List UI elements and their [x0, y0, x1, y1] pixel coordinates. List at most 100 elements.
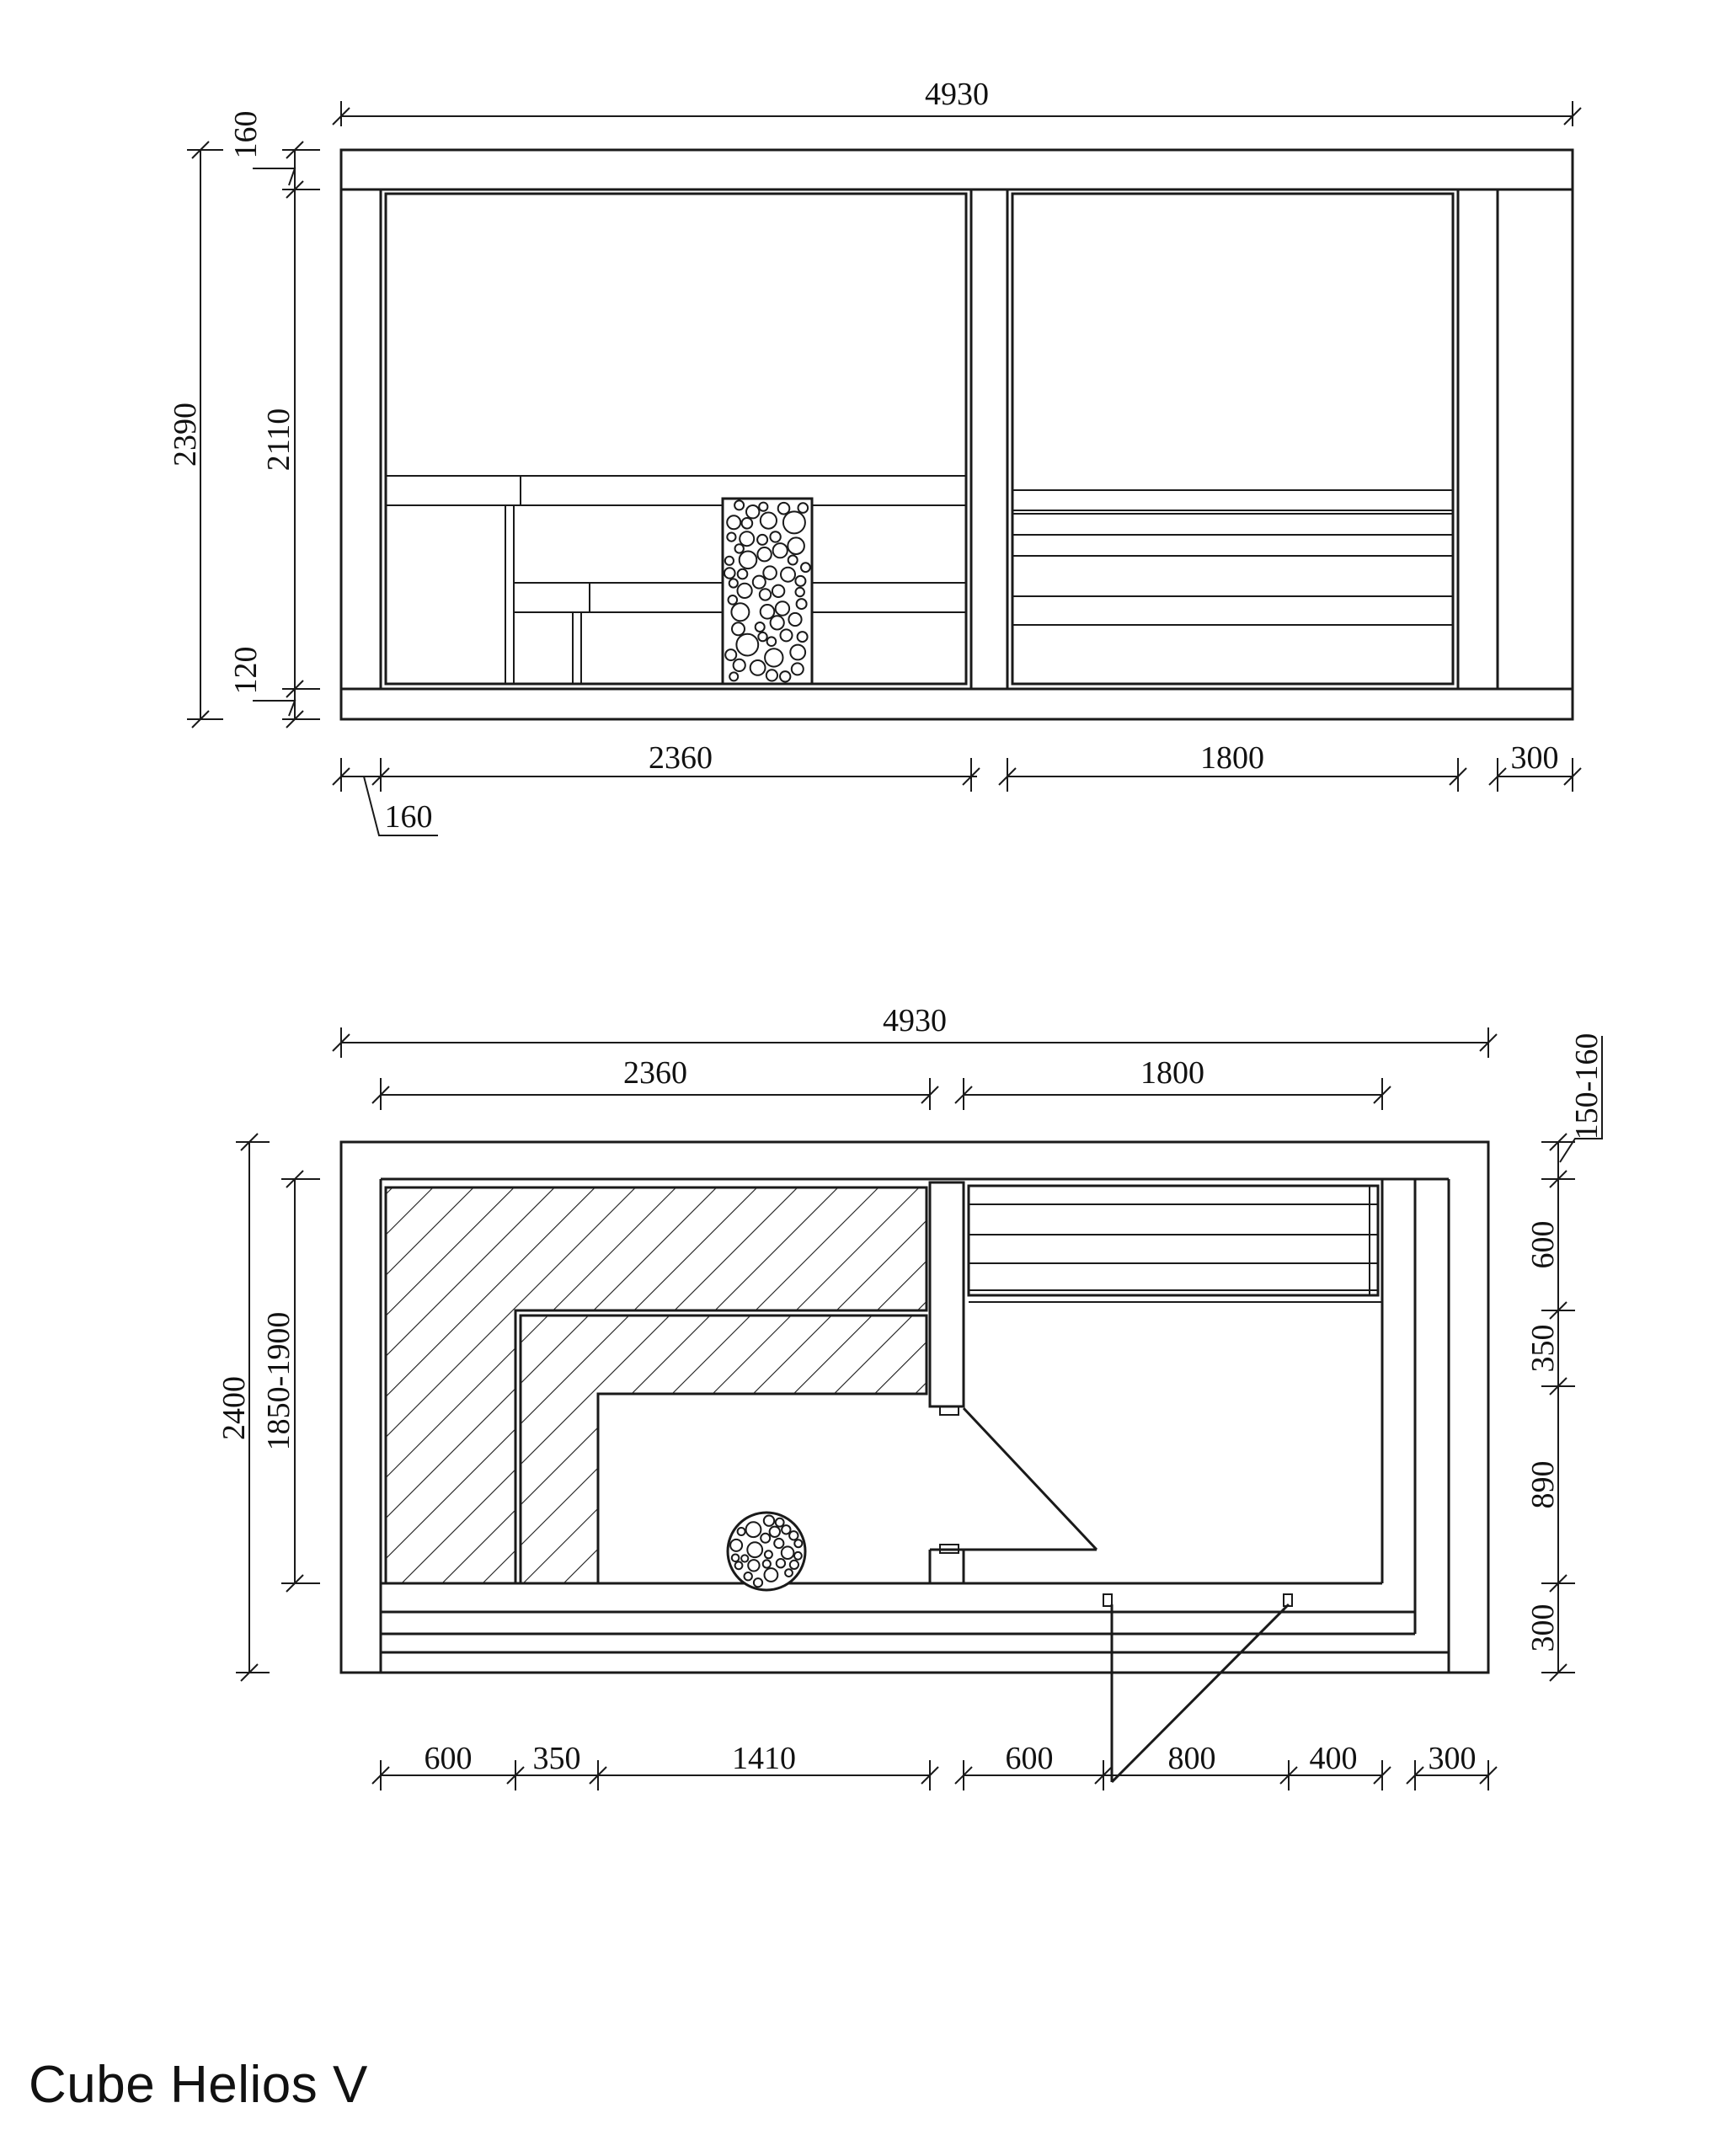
- plan-view: 4930 2360 1800 2400 1850-1900: [216, 1003, 1605, 1790]
- stone-circle: [787, 554, 798, 566]
- stone-circle: [766, 636, 777, 648]
- stone-circle: [758, 501, 769, 512]
- plan-bottom-300-label: 300: [1429, 1741, 1477, 1776]
- elevation-view: 4930 2390 2110 160 120: [168, 77, 1582, 836]
- product-title: Cube Helios V: [29, 2056, 368, 2114]
- stone-circle: [731, 622, 745, 637]
- stone-circle: [726, 531, 737, 542]
- stone-circle: [772, 542, 788, 559]
- sauna-door-leaf: [962, 1406, 1098, 1551]
- stone-circle: [779, 670, 792, 683]
- lower-bench-hatched: [519, 1314, 928, 1585]
- stone-circle: [790, 662, 804, 676]
- plan-bottom-400-label: 400: [1310, 1741, 1358, 1776]
- stone-circle: [773, 1537, 785, 1550]
- stone-circle: [743, 1572, 753, 1582]
- stone-circle: [794, 574, 807, 587]
- stone-circle: [752, 1577, 764, 1588]
- stone-circle: [784, 1568, 793, 1577]
- stone-circle: [762, 565, 777, 581]
- round-stove-stones: [729, 1514, 804, 1588]
- plan-right-600-label: 600: [1525, 1221, 1561, 1269]
- upper-bench-hatched: [384, 1186, 928, 1585]
- stone-circle: [736, 1527, 746, 1536]
- stone-circle: [788, 611, 803, 627]
- stone-circle: [730, 1553, 740, 1563]
- stone-circle: [765, 669, 779, 682]
- stone-circle: [768, 1525, 781, 1539]
- partition-wall: [928, 1181, 965, 1408]
- stone-circle: [797, 502, 809, 514]
- stone-circle: [779, 628, 793, 643]
- stone-circle: [763, 1567, 779, 1582]
- plan-bottom-1410-label: 1410: [732, 1741, 796, 1776]
- stone-circle: [729, 671, 740, 682]
- stone-circle: [735, 632, 760, 657]
- stone-circle: [769, 615, 785, 631]
- stone-circle: [788, 1559, 800, 1571]
- elevation-sauna-width-label: 2360: [649, 740, 713, 776]
- plan-right-890-label: 890: [1525, 1461, 1561, 1509]
- plan-outer-wall: [339, 1140, 1490, 1674]
- stone-circle: [777, 501, 791, 515]
- stone-circle: [774, 600, 791, 616]
- stone-circle: [757, 631, 768, 643]
- stone-circle: [728, 578, 739, 589]
- stone-circle: [780, 566, 796, 583]
- elevation-roof-label: 160: [228, 111, 264, 159]
- elevation-outer-frame: [339, 148, 1574, 721]
- stone-circle: [724, 648, 738, 662]
- elevation-right-wall-label: 300: [1511, 740, 1559, 776]
- stone-circle: [769, 531, 782, 543]
- stone-circle: [788, 1530, 799, 1541]
- stone-circle: [734, 543, 745, 554]
- stone-circle: [726, 515, 742, 531]
- plan-width-label: 4930: [883, 1003, 947, 1038]
- stone-circle: [780, 1545, 795, 1560]
- stone-circle: [756, 547, 772, 563]
- stone-circle: [747, 1559, 761, 1572]
- stone-circle: [795, 598, 808, 611]
- stone-circle: [756, 533, 769, 546]
- terrace-bench: [967, 1184, 1380, 1297]
- stone-circle: [758, 588, 772, 601]
- stone-circle: [754, 622, 766, 632]
- stone-circle: [740, 517, 754, 530]
- stone-circle: [789, 643, 807, 661]
- plan-depth-label: 2400: [216, 1376, 252, 1440]
- plan-inner-depth-label: 1850-1900: [261, 1312, 296, 1451]
- stone-circle: [760, 1532, 772, 1544]
- stone-circle: [800, 562, 811, 574]
- stone-circle: [794, 586, 805, 598]
- stone-circle: [764, 648, 784, 668]
- stone-circle: [736, 582, 753, 600]
- stone-circle: [745, 504, 761, 520]
- elevation-terrace-width-label: 1800: [1200, 740, 1264, 776]
- stone-circle: [745, 1521, 762, 1539]
- stone-circle: [738, 550, 758, 570]
- stone-circle: [724, 555, 735, 566]
- stone-circle: [787, 536, 805, 556]
- stove-stones-pattern: [724, 499, 811, 683]
- stone-circle: [734, 1561, 744, 1571]
- elevation-base-label: 120: [228, 647, 264, 695]
- terrace-glass-panel: [1011, 192, 1455, 686]
- stone-circle: [762, 1514, 776, 1527]
- stone-circle: [774, 1517, 785, 1528]
- stone-circle: [763, 1550, 773, 1560]
- stone-circle: [782, 510, 806, 535]
- plan-bottom-350-label: 350: [533, 1741, 581, 1776]
- plan-wall-thickness-label: 150-160: [1569, 1033, 1605, 1140]
- plan-sauna-width-label: 2360: [623, 1055, 687, 1091]
- stone-circle: [759, 604, 776, 620]
- stone-circle: [751, 574, 766, 590]
- stone-circle: [727, 595, 739, 606]
- plan-bottom-600b-label: 600: [1006, 1741, 1054, 1776]
- stone-circle: [736, 568, 749, 580]
- elevation-height-label: 2390: [168, 403, 203, 467]
- elevation-width-label: 4930: [925, 77, 989, 112]
- stone-circle: [740, 1554, 750, 1563]
- stone-circle: [734, 499, 745, 511]
- stone-circle: [729, 1538, 744, 1552]
